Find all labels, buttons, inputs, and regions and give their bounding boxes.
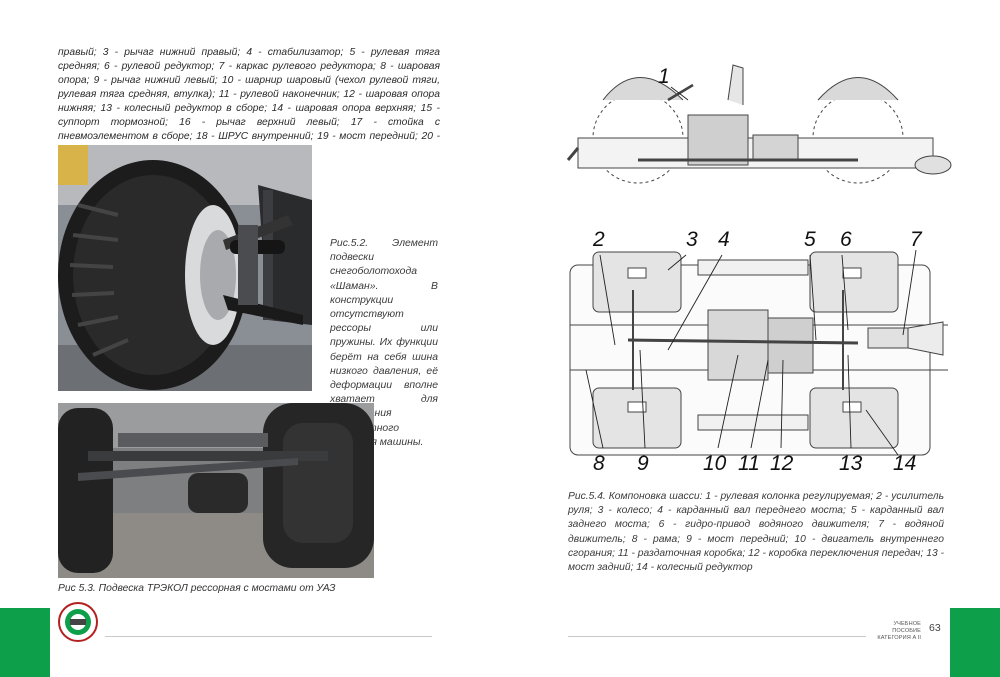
suspension-wheel-photo: [58, 145, 312, 391]
label-3: 3: [686, 228, 698, 251]
left-green-tab: [0, 608, 50, 677]
label-12: 12: [770, 452, 794, 475]
label-9: 9: [637, 452, 649, 475]
right-footer-rule: [568, 636, 866, 637]
label-4: 4: [718, 228, 730, 251]
footer-book-label-line1: УЧЕБНОЕ ПОСОБИЕ: [892, 621, 921, 634]
label-1: 1: [658, 65, 670, 88]
left-page: правый; 3 - рычаг нижний правый; 4 - ста…: [0, 47, 440, 677]
label-8: 8: [593, 452, 605, 475]
school-logo-icon: [58, 602, 98, 642]
label-11: 11: [738, 452, 760, 475]
leader-lines: [585, 86, 917, 456]
label-7: 7: [910, 228, 923, 251]
label-13: 13: [839, 452, 863, 475]
leaf-spring-axle-photo: [58, 403, 374, 578]
label-10: 10: [703, 452, 727, 475]
right-green-tab: [950, 608, 1000, 677]
label-14: 14: [893, 452, 916, 475]
figure-5-4-caption: Рис.5.4. Компоновка шасси: 1 - рулевая к…: [568, 491, 944, 574]
label-5: 5: [804, 228, 816, 251]
label-2: 2: [592, 228, 605, 251]
footer-book-label-line2: КАТЕГОРИЯ A II: [877, 635, 921, 641]
left-footer-rule: [105, 636, 432, 637]
page-number: 63: [929, 622, 941, 634]
parts-list-text: правый; 3 - рычаг нижний правый; 4 - ста…: [58, 47, 440, 156]
footer-book-label: УЧЕБНОЕ ПОСОБИЕ КАТЕГОРИЯ A II: [871, 621, 921, 642]
chassis-layout-diagram: 1 2 3 4 5 6 7 8 9 10 11 12 13 14: [566, 64, 952, 475]
side-view: [566, 64, 952, 184]
label-6: 6: [840, 228, 852, 251]
top-view: [569, 251, 948, 456]
figure-5-3-caption: Рис 5.3. Подвеска ТРЭКОЛ рессорная с мос…: [58, 583, 336, 594]
